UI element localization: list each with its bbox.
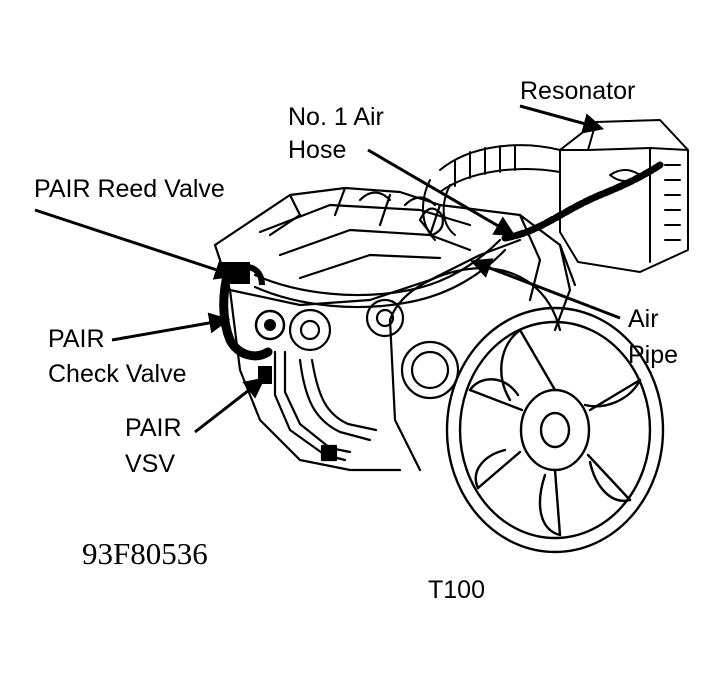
air-pipe-label-line2: Pipe	[628, 341, 679, 369]
air-pipe-leader-arrow	[470, 258, 621, 320]
pair-reed-valve-leader-arrow	[34, 208, 236, 280]
pair-check-valve-leader-arrow	[111, 312, 231, 342]
no1-air-hose-leader-arrow	[367, 148, 516, 237]
figure-code: 93F80536	[82, 536, 208, 571]
resonator-label: Resonator	[520, 77, 636, 105]
no1-air-hose-label-line2: Hose	[288, 136, 347, 164]
engine-block-shape	[213, 186, 577, 472]
cooling-fan-shape	[445, 306, 665, 554]
resonator-shape	[559, 119, 689, 273]
pair-check-valve-label-line2: Check Valve	[48, 360, 187, 388]
vsv-pipes-shape	[273, 308, 378, 462]
pair-vsv-label-line1: PAIR	[125, 414, 182, 442]
vehicle-model-label: T100	[428, 576, 485, 604]
air-pipe-label-line1: Air	[628, 305, 659, 333]
pair-reed-valve-label: PAIR Reed Valve	[34, 175, 225, 203]
resonator-leader-arrow	[519, 104, 605, 134]
dark-hose-shape	[501, 161, 664, 242]
pair-vsv-leader-arrow	[194, 377, 266, 434]
pair-check-valve-label-line1: PAIR	[48, 325, 105, 353]
no1-air-hose-label-line1: No. 1 Air	[288, 103, 384, 131]
pair-vsv-label-line2: VSV	[125, 450, 176, 478]
